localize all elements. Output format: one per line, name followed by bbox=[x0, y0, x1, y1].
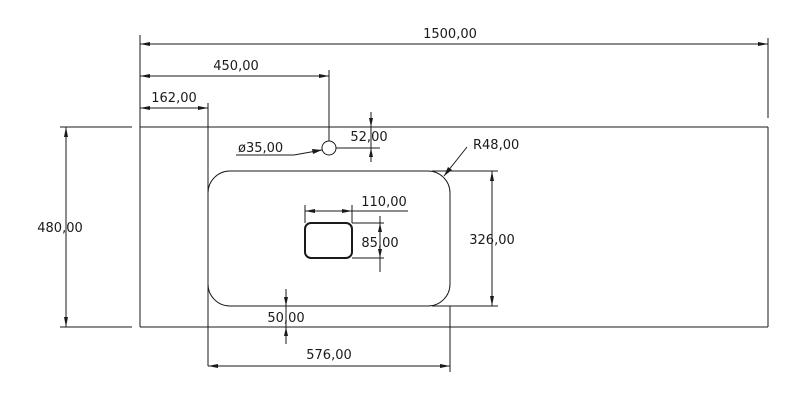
tap-hole-diameter-leader bbox=[236, 149, 323, 156]
tap-hole-offset-dimension bbox=[140, 70, 330, 141]
tap-hole-depth-dimension bbox=[336, 112, 380, 162]
bowl-depth-label: 326,00 bbox=[469, 233, 515, 248]
drain-width-dimension bbox=[304, 205, 408, 223]
bowl-offset-label: 162,00 bbox=[151, 91, 197, 106]
tap-hole bbox=[321, 140, 337, 156]
corner-radius-label: R48,00 bbox=[473, 138, 519, 153]
drain-width-label: 110,00 bbox=[361, 195, 407, 210]
countertop-outline bbox=[139, 126, 769, 328]
bowl-width-label: 576,00 bbox=[306, 348, 352, 363]
drain-outline bbox=[304, 222, 353, 259]
drain-height-label: 85,00 bbox=[361, 236, 398, 251]
drain-height-dimension bbox=[352, 216, 384, 272]
bowl-width-dimension bbox=[208, 306, 451, 372]
front-margin-label: 50,00 bbox=[267, 311, 304, 326]
overall-length-label: 1500,00 bbox=[423, 27, 477, 42]
bowl-offset-dimension bbox=[140, 103, 209, 366]
bowl-outline bbox=[207, 170, 451, 307]
tap-hole-diameter-label: ø35,00 bbox=[238, 141, 283, 156]
tap-hole-offset-label: 450,00 bbox=[213, 59, 259, 74]
corner-radius-leader bbox=[443, 146, 468, 177]
front-margin-dimension bbox=[284, 289, 288, 344]
bowl-depth-dimension bbox=[432, 170, 498, 307]
overall-length-dimension bbox=[139, 35, 769, 127]
overall-depth-dimension bbox=[60, 126, 132, 328]
tap-hole-depth-label: 52,00 bbox=[350, 130, 387, 145]
overall-depth-label: 480,00 bbox=[37, 221, 83, 236]
